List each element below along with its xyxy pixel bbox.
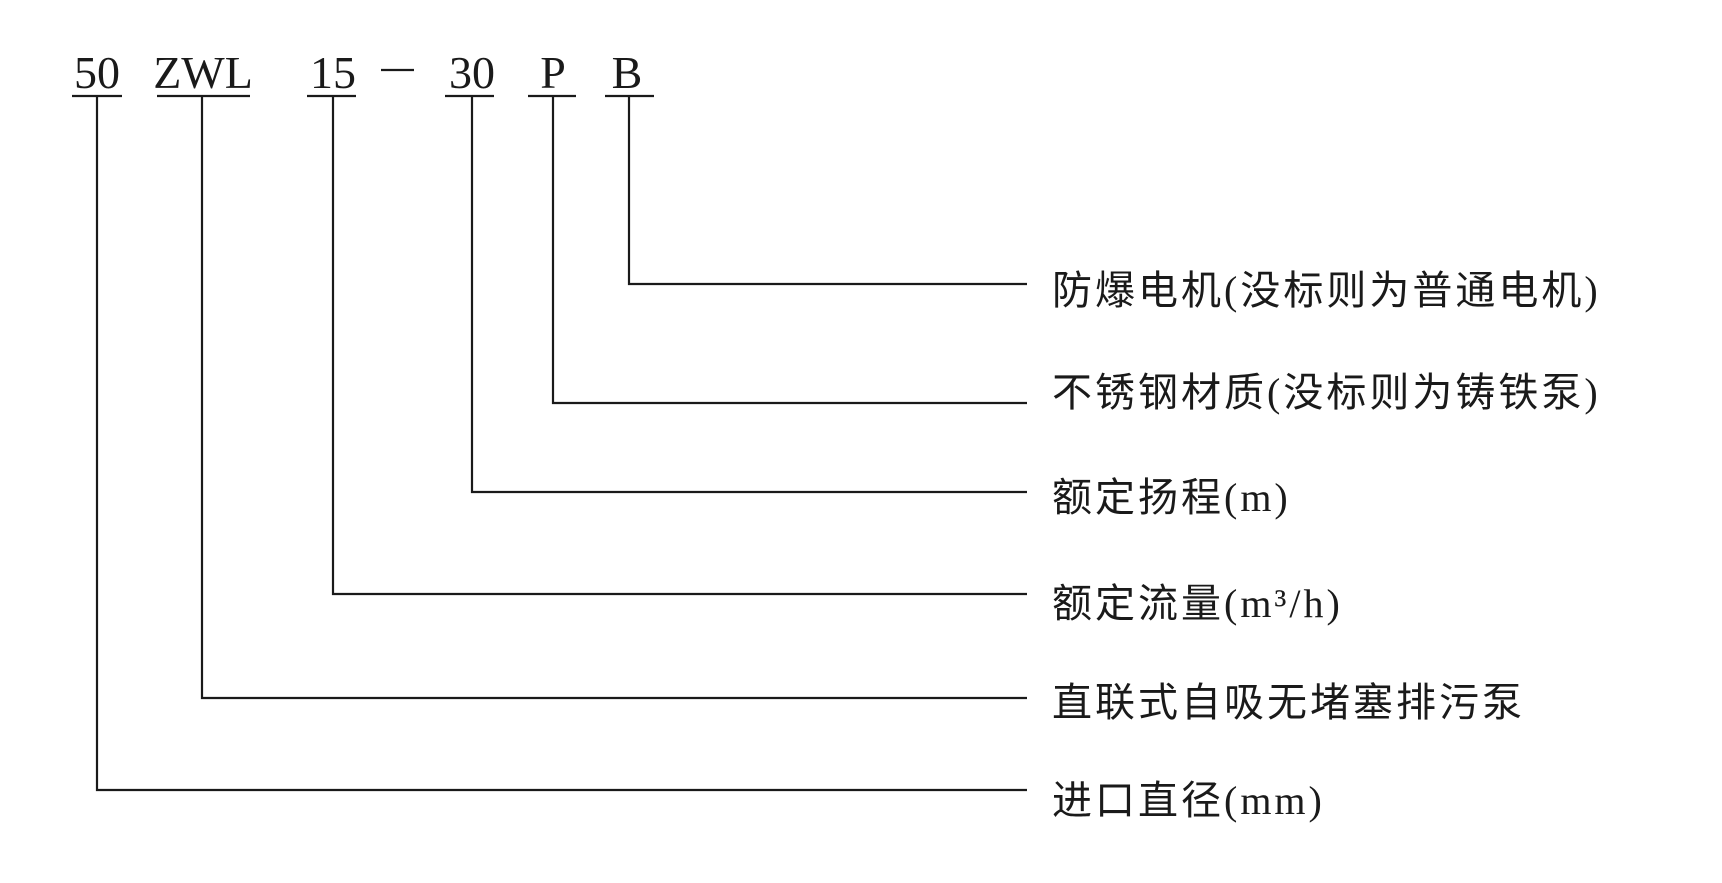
- desc-inlet-diameter: 进口直径(mm): [1052, 778, 1325, 823]
- leader-30: [470, 96, 1027, 494]
- leader-zwl: [200, 96, 1027, 700]
- code-series: ZWL: [153, 47, 253, 98]
- desc-head: 额定扬程(m): [1052, 475, 1291, 520]
- desc-motor: 防爆电机(没标则为普通电机): [1052, 268, 1601, 313]
- leader-p: [551, 96, 1027, 405]
- code-head: 30: [449, 47, 495, 98]
- desc-flow: 额定流量(m³/h): [1052, 581, 1343, 626]
- code-inlet-diameter: 50: [74, 47, 120, 98]
- desc-pump-type: 直联式自吸无堵塞排污泵: [1052, 680, 1525, 725]
- code-flow: 15: [310, 47, 356, 98]
- leader-50: [95, 96, 1027, 792]
- leader-15: [331, 96, 1027, 596]
- code-motor: B: [612, 47, 643, 98]
- desc-material: 不锈钢材质(没标则为铸铁泵): [1052, 370, 1601, 415]
- leader-b: [627, 96, 1027, 286]
- code-material: P: [540, 47, 566, 98]
